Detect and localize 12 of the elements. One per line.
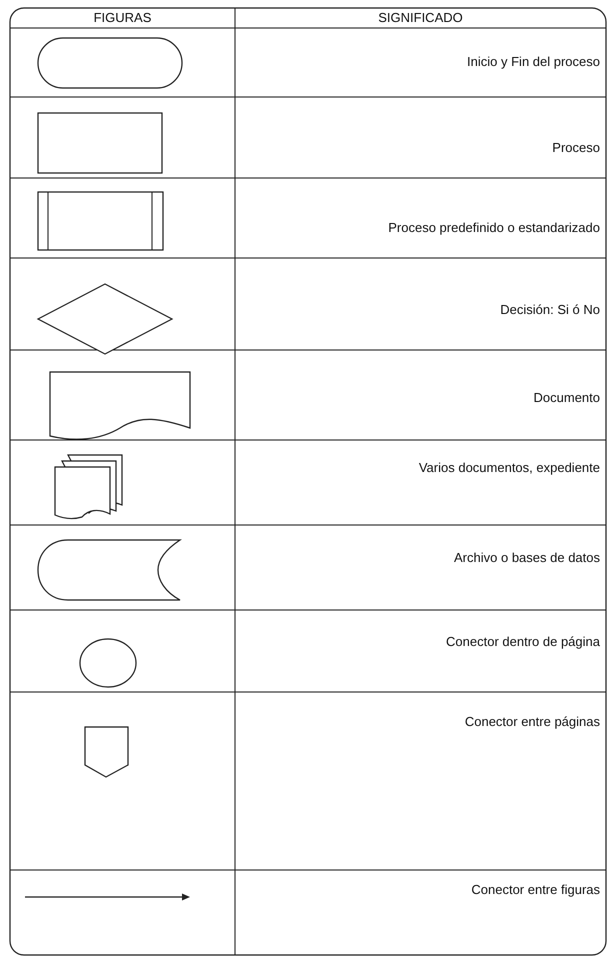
table-cell: Conector dentro de página [446, 634, 600, 649]
column-header: SIGNIFICADO [377, 10, 464, 25]
table-cell: Proceso predefinido o estandarizado [388, 220, 600, 235]
table-cell: Archivo o bases de datos [454, 550, 600, 565]
table-cell: Documento [534, 390, 600, 405]
table-cell: Inicio y Fin del proceso [467, 54, 600, 69]
table-cell: Varios documentos, expediente [418, 460, 600, 475]
table-cell: Conector entre figuras [471, 882, 600, 897]
table-cell: Decisión: Si ó No [500, 302, 600, 317]
table-cell: Conector entre páginas [464, 714, 600, 729]
table-cell: Proceso [552, 140, 600, 155]
column-header: FIGURAS [92, 10, 152, 25]
